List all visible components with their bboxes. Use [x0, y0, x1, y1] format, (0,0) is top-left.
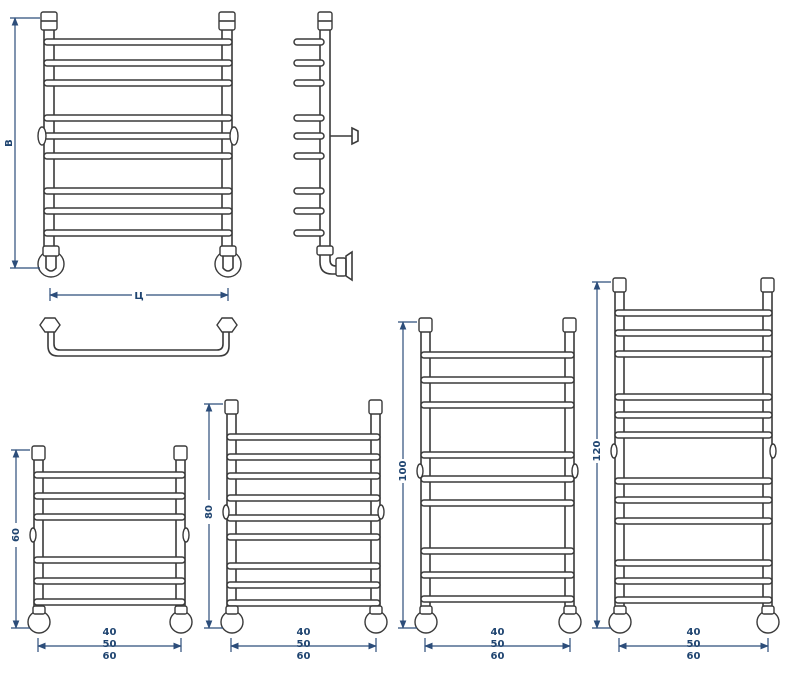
- rung: [420, 376, 575, 384]
- top-nut: [418, 317, 433, 333]
- top-nut: [31, 445, 46, 461]
- rung: [43, 59, 233, 67]
- rung: [614, 350, 773, 358]
- front-rungs: [43, 38, 233, 237]
- rung: [43, 207, 233, 215]
- rung: [226, 472, 381, 480]
- height-dimension: В: [4, 17, 40, 269]
- model-width-label: 60: [103, 651, 117, 662]
- rung: [43, 132, 233, 140]
- plan-right-nut: [216, 317, 238, 333]
- rung: [226, 453, 381, 461]
- model-width-label: 60: [297, 651, 311, 662]
- rung: [43, 38, 233, 46]
- rung: [614, 329, 773, 337]
- rung: [33, 556, 186, 564]
- rung: [43, 187, 233, 195]
- side-lug: [610, 443, 618, 459]
- rung: [226, 514, 381, 522]
- rung: [33, 513, 186, 521]
- model-height-label: 60: [11, 528, 22, 542]
- side-lug: [416, 463, 424, 479]
- top-nut: [368, 399, 383, 415]
- rung: [614, 596, 773, 604]
- rung: [614, 559, 773, 567]
- rung: [614, 309, 773, 317]
- top-nut: [612, 277, 627, 293]
- rung: [614, 517, 773, 525]
- rung: [420, 351, 575, 359]
- rung: [43, 114, 233, 122]
- rung: [614, 393, 773, 401]
- model-height-label: 100: [398, 461, 409, 482]
- top-nut: [224, 399, 239, 415]
- rung: [420, 401, 575, 409]
- rung: [33, 577, 186, 585]
- rung: [33, 492, 186, 500]
- top-nut: [173, 445, 188, 461]
- model-width-label: 50: [297, 639, 311, 650]
- width-label: Ц: [134, 291, 143, 302]
- rung: [420, 595, 575, 603]
- width-dimension: Ц: [49, 288, 229, 302]
- height-label: В: [4, 139, 15, 147]
- model-width-label: 50: [687, 639, 701, 650]
- model-width-label: 60: [687, 651, 701, 662]
- plan-view: [39, 317, 238, 357]
- side-rungs: [293, 38, 325, 237]
- model-width-label: 40: [103, 627, 117, 638]
- model-width-label: 50: [103, 639, 117, 650]
- rung: [33, 598, 186, 606]
- side-lug: [222, 504, 230, 520]
- rung: [43, 229, 233, 237]
- rung: [226, 494, 381, 502]
- rung: [33, 471, 186, 479]
- side-lug: [571, 463, 579, 479]
- rung: [226, 581, 381, 589]
- rung: [420, 475, 575, 483]
- rung: [420, 499, 575, 507]
- side-lug: [377, 504, 385, 520]
- rung: [226, 562, 381, 570]
- rung: [614, 411, 773, 419]
- model-width-label: 40: [297, 627, 311, 638]
- front-view: [37, 11, 242, 278]
- model-width-label: 40: [491, 627, 505, 638]
- rung: [43, 79, 233, 87]
- top-nut: [562, 317, 577, 333]
- rung: [226, 599, 381, 607]
- rung: [614, 431, 773, 439]
- rung: [226, 433, 381, 441]
- rung: [614, 477, 773, 485]
- rung: [43, 152, 233, 160]
- rung: [420, 547, 575, 555]
- plan-left-nut: [39, 317, 61, 333]
- rung: [614, 496, 773, 504]
- model-width-label: 50: [491, 639, 505, 650]
- rung: [226, 533, 381, 541]
- model-width-label: 60: [491, 651, 505, 662]
- rung: [420, 451, 575, 459]
- side-lug: [769, 443, 777, 459]
- model-width-label: 40: [687, 627, 701, 638]
- model-height-label: 120: [592, 441, 603, 462]
- side-lug: [182, 527, 190, 543]
- model-height-label: 80: [204, 505, 215, 519]
- side-view: [293, 11, 359, 282]
- top-nut: [760, 277, 775, 293]
- rung: [614, 577, 773, 585]
- rung: [420, 571, 575, 579]
- side-lug: [29, 527, 37, 543]
